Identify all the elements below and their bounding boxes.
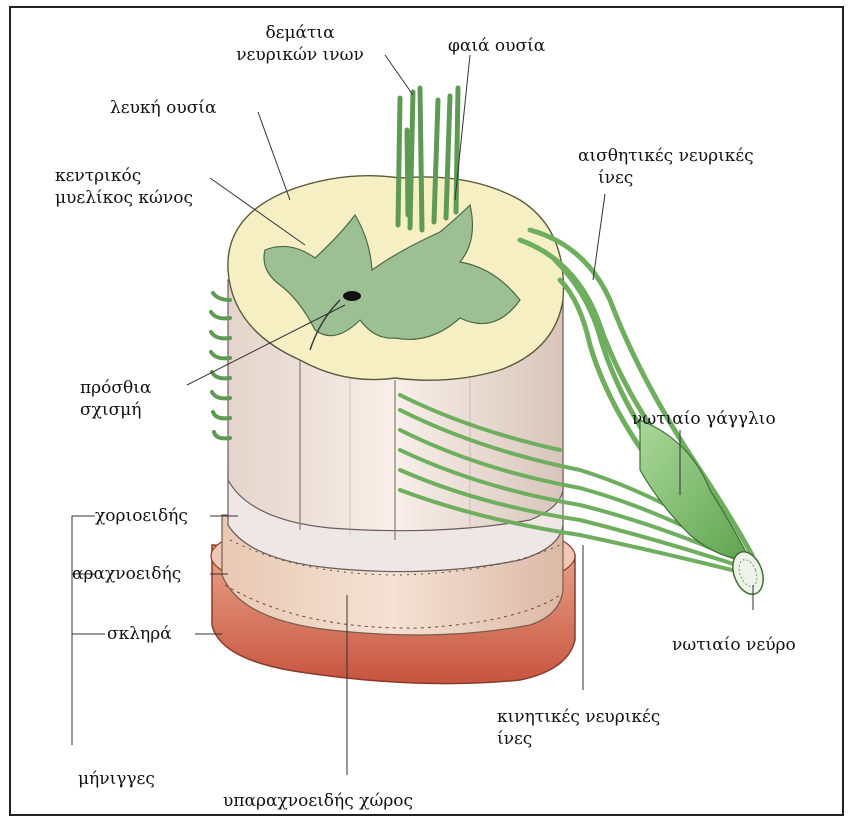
label-motor-fibers: κινητικές νευρικές ίνες: [497, 706, 660, 750]
label-pia: χοριοειδής: [95, 505, 188, 527]
label-sensory-fibers-line2: ίνες: [578, 167, 754, 189]
label-sensory-fibers-line1: αισθητικές νευρικές: [578, 145, 754, 167]
label-central-canal-line2: μυελίκος κώνος: [55, 187, 193, 209]
central-canal: [343, 291, 361, 301]
label-dura: σκληρά: [107, 623, 172, 645]
label-anterior-fissure: πρόσθια σχισμή: [80, 377, 151, 421]
label-fiber-bundles-line1: δεμάτια: [220, 22, 380, 44]
label-subarachnoid-space: υπαραχνοειδής χώρος: [223, 790, 413, 812]
label-anterior-fissure-line1: πρόσθια: [80, 377, 151, 399]
label-anterior-fissure-line2: σχισμή: [80, 399, 151, 421]
label-motor-fibers-line1: κινητικές νευρικές: [497, 706, 660, 728]
label-motor-fibers-line2: ίνες: [497, 728, 660, 750]
label-meninges: μήνιγγες: [78, 768, 155, 790]
label-fiber-bundles-line2: νευρικών ινων: [220, 44, 380, 66]
label-white-matter: λευκή ουσία: [110, 97, 216, 119]
label-central-canal-line1: κεντρικός: [55, 165, 193, 187]
label-spinal-nerve: νωτιαίο νεύρο: [672, 634, 796, 656]
label-dorsal-ganglion: νωτιαίο γάγγλιο: [632, 408, 776, 430]
label-central-canal: κεντρικός μυελίκος κώνος: [55, 165, 193, 209]
label-fiber-bundles: δεμάτια νευρικών ινων: [220, 22, 380, 66]
label-arachnoid: αραχνοειδής: [72, 563, 181, 585]
label-sensory-fibers: αισθητικές νευρικές ίνες: [578, 145, 754, 189]
label-grey-matter: φαιά ουσία: [448, 35, 545, 57]
